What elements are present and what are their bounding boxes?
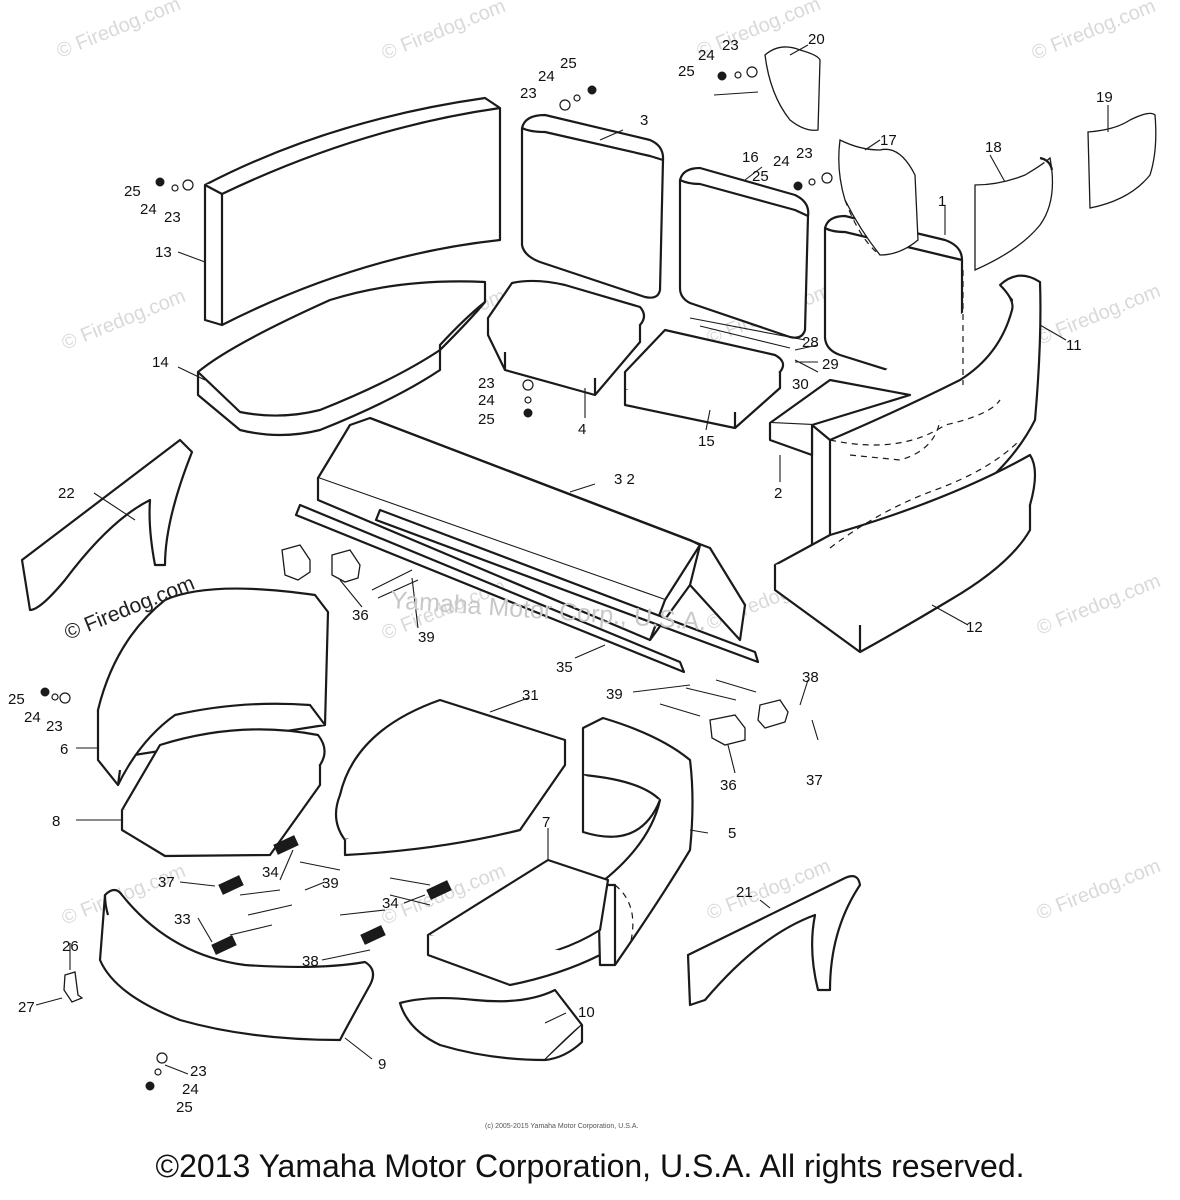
callout-21: 21 xyxy=(736,884,753,901)
callout-24: 24 xyxy=(698,47,715,64)
part-35-rod xyxy=(294,503,760,674)
callout-2: 2 xyxy=(774,485,782,502)
callout-22: 22 xyxy=(58,485,75,502)
callout-37: 37 xyxy=(158,874,175,891)
callout-23: 23 xyxy=(164,209,181,226)
callout-29: 29 xyxy=(822,356,839,373)
callout-23: 23 xyxy=(722,37,739,54)
callout-25: 25 xyxy=(678,63,695,80)
callout-27: 27 xyxy=(18,999,35,1016)
callout-11: 11 xyxy=(1066,337,1082,354)
leader-lines xyxy=(35,44,1109,1075)
part-19-panel xyxy=(1087,112,1157,209)
part-6-backrest xyxy=(96,587,330,787)
watermark: © Firedog.com xyxy=(1034,280,1164,350)
part-17-panel xyxy=(838,139,919,256)
callout-23: 23 xyxy=(46,718,63,735)
callout-30: 30 xyxy=(792,376,809,393)
callout-25: 25 xyxy=(8,691,25,708)
callout-labels: 1 2 3 4 5 6 7 8 9 10 11 12 13 14 15 16 1… xyxy=(8,31,1113,1116)
part-7-seat xyxy=(426,858,610,987)
part-18-panel xyxy=(974,156,1054,272)
callout-25: 25 xyxy=(752,168,769,185)
callout-1: 1 xyxy=(938,193,946,210)
part-8-seat xyxy=(120,728,326,858)
callout-16: 16 xyxy=(742,149,759,166)
fine-print: (c) 2005-2015 Yamaha Motor Corporation, … xyxy=(485,1123,638,1130)
watermark: © Firedog.com xyxy=(59,285,189,355)
part-9-front xyxy=(98,888,375,1042)
callout-18: 18 xyxy=(985,139,1002,156)
watermark: © Firedog.com xyxy=(1034,570,1164,640)
callout-4: 4 xyxy=(578,421,586,438)
callout-34: 34 xyxy=(382,895,399,912)
callout-5: 5 xyxy=(728,825,736,842)
copyright-text: ©2013 Yamaha Motor Corporation, U.S.A. A… xyxy=(155,1148,1025,1184)
callout-37: 37 xyxy=(806,772,823,789)
callout-25: 25 xyxy=(176,1099,193,1116)
callout-26: 26 xyxy=(62,938,79,955)
callout-9: 9 xyxy=(378,1056,386,1073)
callout-39: 39 xyxy=(418,629,435,646)
part-14-seat xyxy=(196,280,487,437)
callout-38: 38 xyxy=(802,669,819,686)
callout-6: 6 xyxy=(60,741,68,758)
callout-14: 14 xyxy=(152,354,169,371)
callout-7: 7 xyxy=(542,814,550,831)
callout-39: 39 xyxy=(606,686,623,703)
callout-23: 23 xyxy=(796,145,813,162)
callout-8: 8 xyxy=(52,813,60,830)
callout-24: 24 xyxy=(24,709,41,726)
callout-36: 36 xyxy=(352,607,369,624)
part-16-back-cushion xyxy=(678,166,810,349)
callout-24: 24 xyxy=(538,68,555,85)
callout-23: 23 xyxy=(520,85,537,102)
callout-13: 13 xyxy=(155,244,172,261)
callout-25: 25 xyxy=(478,411,495,428)
callout-32: 3 2 xyxy=(614,471,635,488)
callout-39: 39 xyxy=(322,875,339,892)
part-13-backrest xyxy=(203,96,502,327)
watermark: © Firedog.com xyxy=(1029,0,1159,65)
part-10-cushion xyxy=(398,988,584,1062)
callout-12: 12 xyxy=(966,619,983,636)
part-3-back-cushion xyxy=(520,113,665,299)
callout-24: 24 xyxy=(478,392,495,409)
callout-24: 24 xyxy=(773,153,790,170)
part-4-seat xyxy=(486,279,646,397)
callout-31: 31 xyxy=(522,687,539,704)
part-31-seat xyxy=(334,698,567,857)
callout-24: 24 xyxy=(140,201,157,218)
hardware xyxy=(40,66,833,1091)
watermark: © Firedog.com xyxy=(379,0,509,65)
callout-34: 34 xyxy=(262,864,279,881)
callout-23: 23 xyxy=(478,375,495,392)
callout-3: 3 xyxy=(640,112,648,129)
callout-25: 25 xyxy=(124,183,141,200)
callout-20: 20 xyxy=(808,31,825,48)
callout-24: 24 xyxy=(182,1081,199,1098)
callout-23: 23 xyxy=(190,1063,207,1080)
watermark: © Firedog.com xyxy=(1034,855,1164,925)
callout-35: 35 xyxy=(556,659,573,676)
callout-19: 19 xyxy=(1096,89,1113,106)
part-12-seat xyxy=(773,439,1037,654)
callout-36: 36 xyxy=(720,777,737,794)
callout-33: 33 xyxy=(174,911,191,928)
part-21-panel xyxy=(686,875,862,1007)
callout-17: 17 xyxy=(880,132,897,149)
part-22-panel xyxy=(20,438,194,612)
callout-15: 15 xyxy=(698,433,715,450)
callout-38: 38 xyxy=(302,953,319,970)
callout-25: 25 xyxy=(560,55,577,72)
watermark: © Firedog.com xyxy=(54,0,184,63)
callout-28: 28 xyxy=(802,334,819,351)
callout-10: 10 xyxy=(578,1004,595,1021)
part-15-seat xyxy=(623,328,785,430)
part-2-seat xyxy=(768,378,912,457)
part-20-panel xyxy=(764,46,821,131)
